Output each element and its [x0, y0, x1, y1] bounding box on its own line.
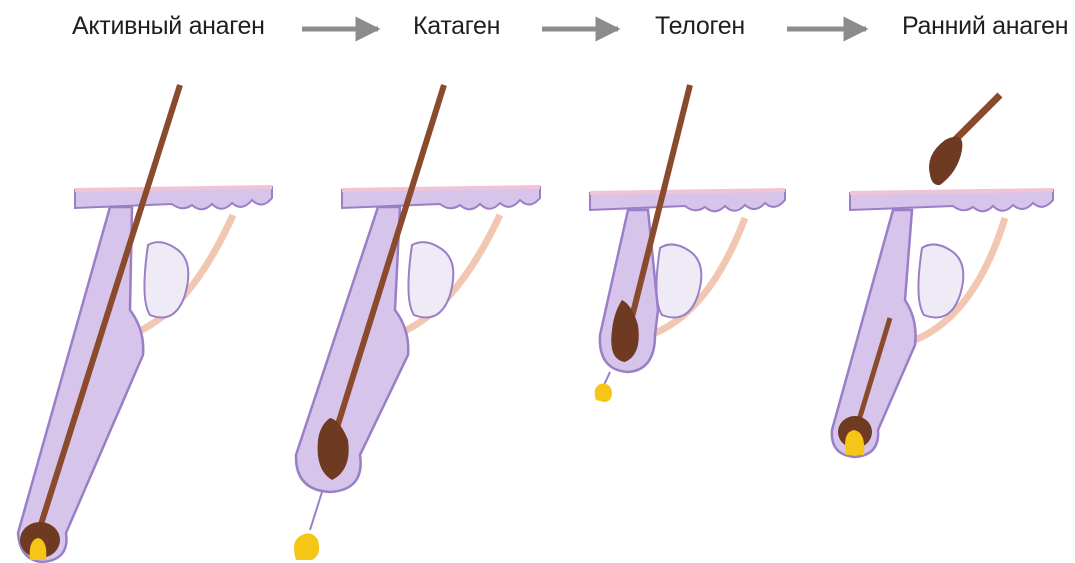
follicle-catagen: [294, 85, 540, 560]
follicle-telogen: [590, 85, 785, 402]
follicle-early-anagen: [832, 95, 1053, 457]
follicle-active-anagen: [18, 85, 272, 562]
